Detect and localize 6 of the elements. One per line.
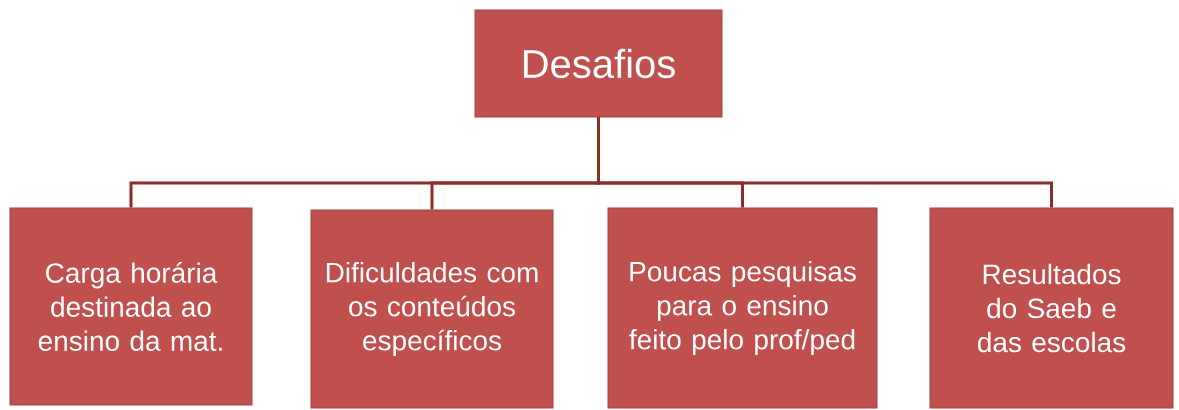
title-box: Desafios [474, 9, 723, 118]
category-box: Carga horária destinada ao ensino da mat. [9, 207, 253, 406]
connector-line [597, 117, 1053, 208]
category-box: Poucas pesquisas para o ensino feito pelo prof/ped [607, 207, 878, 409]
category-box: Dificuldades com os conteúdos específicos [310, 209, 554, 409]
category-box: Resultados do Saeb e das escolas [929, 207, 1174, 409]
